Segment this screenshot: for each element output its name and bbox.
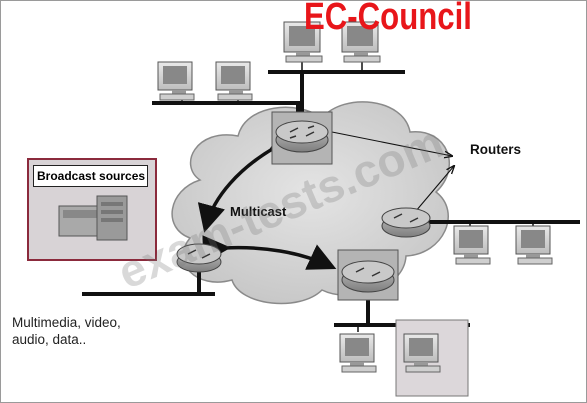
- multicast-label: Multicast: [230, 204, 287, 219]
- routers-label: Routers: [470, 142, 522, 157]
- workstation-top-right-2: [341, 21, 381, 63]
- router-right: [381, 207, 431, 238]
- router-bottom: [337, 249, 399, 301]
- workstation-bottom-1: [339, 333, 377, 373]
- broadcast-sources-label: Broadcast sources: [33, 165, 148, 187]
- multimedia-line-2: audio, data..: [12, 332, 87, 347]
- server-icon: [58, 195, 128, 241]
- multimedia-caption: Multimedia, video, audio, data..: [12, 314, 121, 348]
- router-top: [271, 111, 333, 165]
- workstation-top-left-2: [215, 61, 253, 101]
- broadcast-sources-box: Broadcast sources: [27, 158, 157, 261]
- multicast-flow-arrows: [197, 125, 337, 270]
- multimedia-line-1: Multimedia, video,: [12, 315, 121, 330]
- workstation-top-left-1: [157, 61, 195, 101]
- workstation-bottom-2: [403, 333, 441, 373]
- workstation-top-right-1: [283, 21, 323, 63]
- workstation-right-1: [453, 225, 491, 265]
- brand-logo-text: EC-Council: [304, 0, 472, 38]
- workstation-right-2: [515, 225, 553, 265]
- router-left: [176, 243, 222, 273]
